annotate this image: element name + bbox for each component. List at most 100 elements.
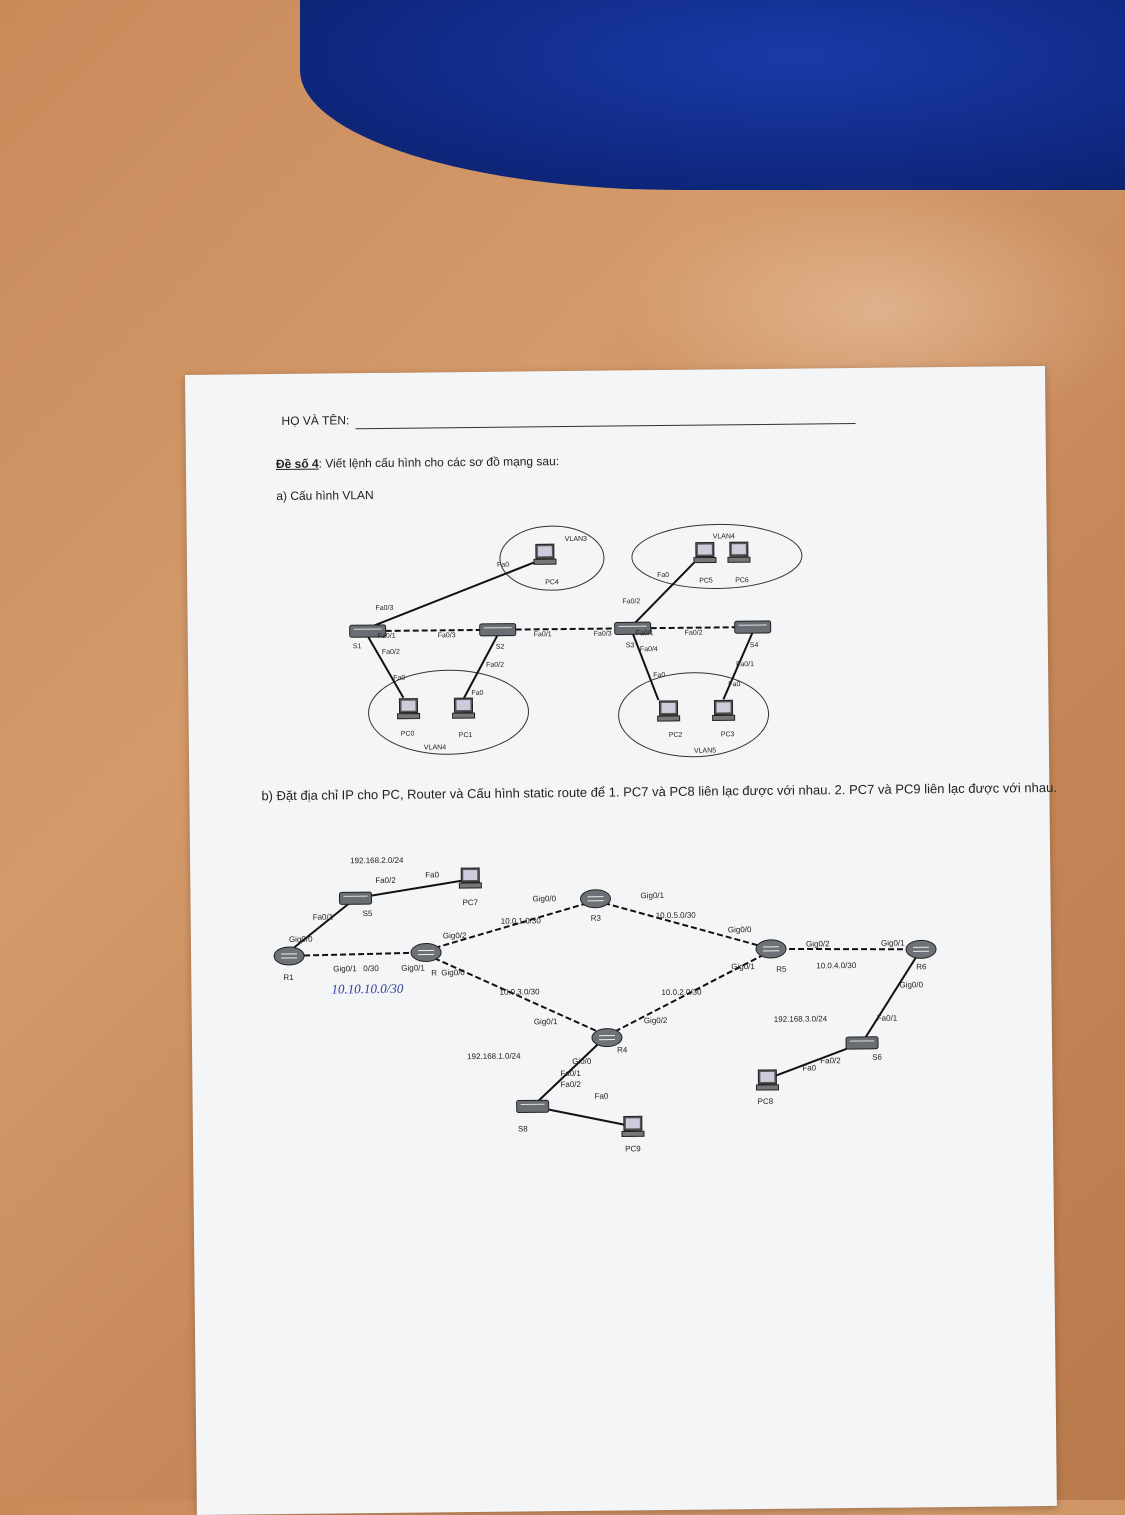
link-s3-pc5: [631, 558, 698, 627]
s6-switch-icon: [845, 1036, 879, 1050]
net-pc8-label: 192.168.3.0/24: [774, 1014, 828, 1024]
s2-fa03-label: Fa0/3: [438, 632, 456, 639]
exam-instruction: : Viết lệnh cấu hình cho các sơ đồ mạng …: [318, 454, 560, 471]
net-pc7-label: 192.168.2.0/24: [350, 856, 404, 866]
exam-paper: HỌ VÀ TÊN: Đề số 4: Viết lệnh cấu hình c…: [185, 365, 1057, 1515]
pc3-fa0-label: Fa0: [728, 681, 740, 688]
net-pc9-label: 192.168.1.0/24: [467, 1052, 521, 1062]
s1-fa03-top-label: Fa0/3: [375, 605, 393, 612]
link-r5-r6: [771, 947, 922, 951]
pc2-label: PC2: [669, 732, 683, 739]
link-r2-r3: [425, 899, 596, 952]
s3-fa01-label: Fa0/1: [636, 630, 654, 637]
s2-switch-icon: [479, 623, 517, 637]
link-s3-pc2: [631, 632, 660, 701]
net-r2r3-label: 10.0.1.0/30: [501, 916, 542, 925]
link-r4-r5: [606, 950, 772, 1037]
net-r3r5-label: 10.0.5.0/30: [656, 911, 697, 920]
pc6-label: PC6: [735, 577, 749, 584]
vlan-diagram: VLAN3 VLAN4 VLAN4 VLAN5 PC4 PC5 PC6 PC0 …: [349, 523, 803, 758]
pc9-label: PC9: [625, 1144, 641, 1153]
s4-fa01-label: Fa0/1: [736, 661, 754, 668]
r6-router-icon: [905, 939, 937, 959]
link-s5-pc7: [355, 879, 466, 900]
s1-fa01-label: Fa0/1: [378, 633, 396, 640]
pc0-fa0-label: Fa0: [393, 675, 405, 682]
pc4-label: PC4: [545, 579, 559, 586]
link-r6-s6: [861, 948, 922, 1044]
r4-label: R4: [617, 1045, 628, 1054]
s2-fa02-label: Fa0/2: [486, 662, 504, 669]
r4-gig01-label: Gig0/1: [534, 1017, 558, 1026]
pc7-fa0-label: Fa0: [425, 870, 439, 879]
s5-fa02-label: Fa0/2: [375, 876, 396, 885]
vlan4-bottom-label: VLAN4: [424, 744, 446, 751]
exam-number: Đề số 4: [275, 456, 319, 472]
link-r2-r4: [425, 953, 608, 1037]
name-underline: [355, 422, 856, 430]
pc0-icon: [396, 698, 421, 720]
pc9-icon: [621, 1115, 645, 1137]
r2-gig01-label: Gig0/1: [401, 964, 425, 973]
r1-router-icon: [273, 946, 305, 966]
r4-router-icon: [591, 1027, 623, 1048]
vlan4-top-ellipse: [631, 523, 803, 589]
link-r4-s8: [531, 1034, 608, 1108]
blue-cloth-background: [300, 0, 1125, 190]
pc8-fa0-label: Fa0: [802, 1063, 816, 1072]
s2-fa01-label: Fa0/1: [534, 631, 552, 638]
net-r5r6-label: 10.0.4.0/30: [816, 961, 857, 970]
pc7-icon: [458, 867, 482, 889]
pc3-icon: [711, 699, 736, 721]
r5-gig00-label: Gig0/0: [728, 925, 752, 934]
s6-label: S6: [872, 1053, 882, 1062]
link-s3-s4: [632, 626, 753, 630]
link-s1-s2: [367, 628, 498, 633]
net-r1r2-label: 0/30: [363, 964, 379, 973]
pc7-label: PC7: [462, 898, 478, 907]
r5-label: R5: [776, 965, 787, 974]
vlan5-label: VLAN5: [694, 747, 716, 754]
r3-gig00-label: Gig0/0: [532, 894, 556, 903]
r1-gig00-label: Gig0/0: [289, 935, 313, 944]
pc1-label: PC1: [459, 732, 473, 739]
r6-fa01-label: Fa0/1: [877, 1014, 898, 1023]
vlan4-top-label: VLAN4: [713, 533, 735, 540]
s1-label: S1: [353, 643, 362, 650]
vlan3-label: VLAN3: [565, 536, 587, 543]
pc2-fa0-label: Fa0: [653, 672, 665, 679]
vlan3-ellipse: [499, 525, 605, 591]
pc3-label: PC3: [721, 731, 735, 738]
r5-router-icon: [755, 939, 787, 959]
link-s4-pc3: [722, 631, 754, 700]
part-b-heading: b) Đặt địa chỉ IP cho PC, Router và Cấu …: [261, 779, 1057, 804]
s4-switch-icon: [734, 620, 772, 634]
s6-fa02-label: Fa0/2: [820, 1056, 841, 1065]
pc8-label: PC8: [758, 1097, 774, 1106]
link-s1-pc0: [366, 635, 405, 699]
s4-fa02-label: Fa0/2: [685, 630, 703, 637]
r2-label: R: [431, 968, 437, 977]
part-a-heading: a) Cấu hình VLAN: [276, 488, 374, 504]
r1-gig01-label: Gig0/1: [333, 964, 357, 973]
pc5-label: PC5: [699, 577, 713, 584]
s8-fa01-label: Fa0/1: [560, 1069, 581, 1078]
pc6-icon: [727, 541, 751, 563]
r2-gig02-label: Gig0/2: [443, 931, 467, 940]
r3-gig01-label: Gig0/1: [640, 891, 664, 900]
vlan4-bottom-ellipse: [368, 669, 530, 755]
s4-label: S4: [750, 642, 759, 649]
net-r2r4-label: 10.0.3.0/30: [499, 987, 540, 996]
r5-gig02-label: Gig0/2: [806, 939, 830, 948]
r1-label: R1: [283, 973, 294, 982]
pc1-icon: [451, 697, 476, 719]
link-s2-pc1: [462, 634, 499, 700]
s8-fa02-label: Fa0/2: [560, 1080, 581, 1089]
pc0-label: PC0: [401, 731, 415, 738]
routing-diagram: R1 R R3 R4 R5 R6 S5 S6 S8 PC7 PC8 PC9 19…: [273, 856, 937, 1153]
s3-fa02-top-label: Fa0/2: [622, 598, 640, 605]
pc5-fa0-label: Fa0: [657, 572, 669, 579]
exam-title: Đề số 4: Viết lệnh cấu hình cho các sơ đ…: [276, 454, 559, 471]
r2-router-icon: [410, 942, 442, 963]
link-s1-pc4: [367, 560, 538, 630]
